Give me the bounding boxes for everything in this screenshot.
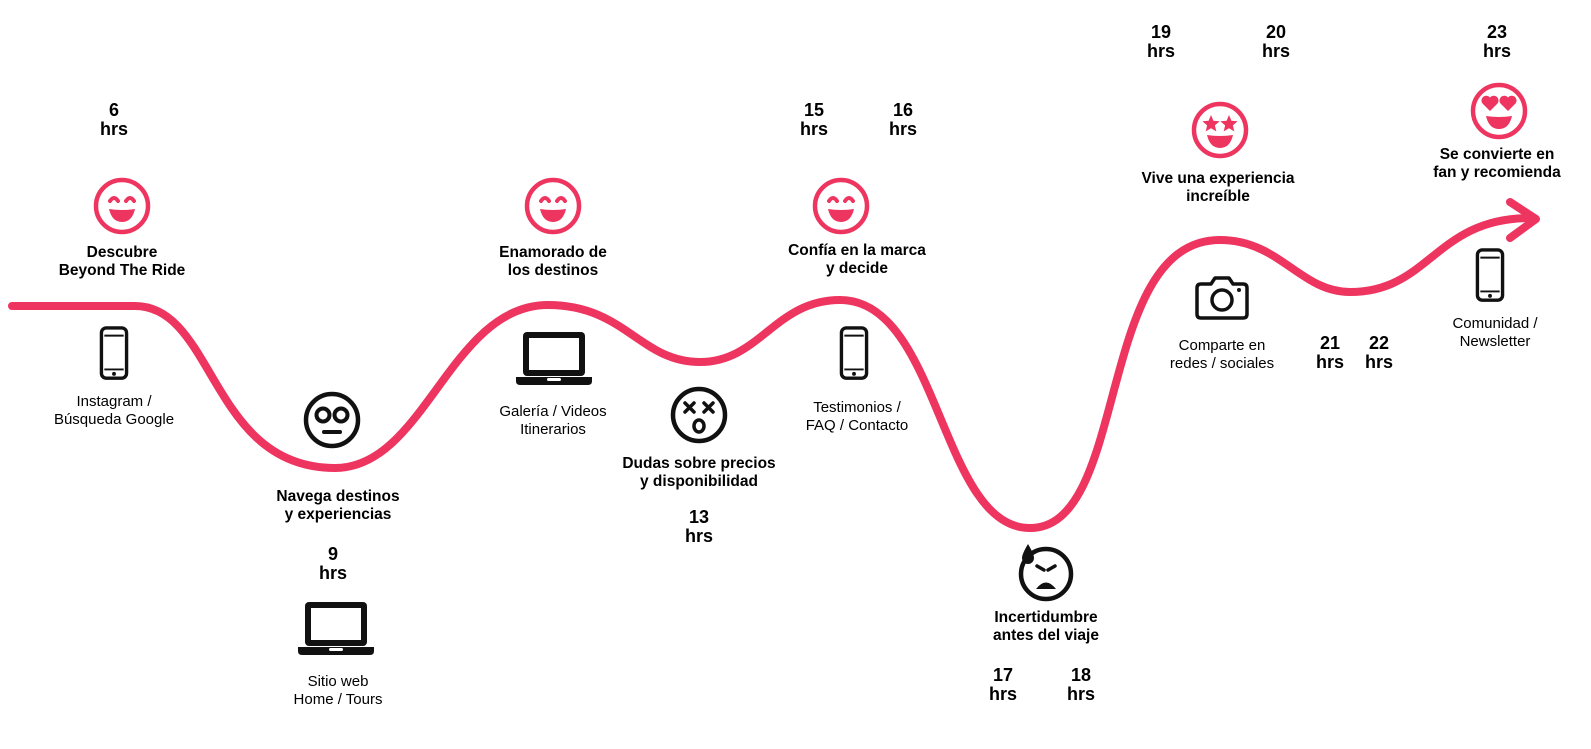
time-unit: hrs	[1315, 352, 1344, 372]
touchpoint-line: Newsletter	[1459, 333, 1531, 350]
time-value: 23	[1486, 22, 1508, 42]
emotion-label: Confía en la marca y decide	[742, 242, 972, 278]
time-unit: hrs	[1066, 684, 1095, 704]
time-value: 15	[803, 100, 825, 120]
time-unit: hrs	[684, 526, 713, 546]
touchpoint-line: Testimonios /	[813, 399, 901, 416]
emotion-label: Se convierte en fan y recomienda	[1409, 146, 1585, 182]
time-label: 19 hrs	[1121, 23, 1201, 61]
time-value: 17	[992, 665, 1014, 685]
emotion-label: Descubre Beyond The Ride	[12, 244, 232, 280]
touchpoint-line: Instagram /	[76, 393, 152, 410]
touchpoint-line: Comunidad /	[1452, 315, 1538, 332]
wide-eyed-face-icon	[306, 394, 358, 446]
emotion-line: antes del viaje	[993, 627, 1099, 644]
time-value: 6	[108, 100, 119, 120]
time-unit: hrs	[1261, 41, 1290, 61]
time-label: 13 hrs	[659, 508, 739, 546]
emotion-line: los destinos	[507, 262, 599, 279]
arrow-head-icon	[1506, 198, 1540, 242]
emotion-line: Navega destinos	[276, 488, 400, 505]
laptop-icon	[516, 332, 592, 385]
touchpoint-label: Galería / Videos Itinerarios	[448, 403, 658, 439]
camera-icon	[1195, 276, 1249, 320]
smile-icon	[815, 180, 867, 232]
emotion-line: Dudas sobre precios	[622, 455, 776, 472]
emotion-line: Descubre	[86, 244, 158, 261]
laptop-icon	[298, 602, 374, 655]
time-label: 17 hrs	[963, 666, 1043, 704]
time-value: 22	[1368, 333, 1390, 353]
smartphone-icon	[839, 326, 869, 380]
emotion-label: Navega destinos y experiencias	[228, 488, 448, 524]
touchpoint-line: Búsqueda Google	[53, 411, 175, 428]
emotion-line: y disponibilidad	[640, 473, 758, 490]
time-value: 20	[1265, 22, 1287, 42]
smile-icon	[96, 180, 148, 232]
time-label: 20 hrs	[1236, 23, 1316, 61]
dizzy-face-icon	[673, 389, 725, 441]
time-unit: hrs	[318, 563, 347, 583]
emotion-label: Vive una experiencia increíble	[1103, 170, 1333, 206]
touchpoint-label: Instagram / Búsqueda Google	[14, 393, 214, 429]
touchpoint-line: Comparte en	[1178, 337, 1266, 354]
time-label: 6 hrs	[74, 101, 154, 139]
touchpoint-label: Sitio web Home / Tours	[238, 673, 438, 709]
touchpoint-label: Comparte en redes / sociales	[1117, 337, 1327, 373]
journey-curve	[8, 214, 1534, 533]
emotion-line: Incertidumbre	[994, 609, 1098, 626]
time-label: 16 hrs	[863, 101, 943, 139]
time-label: 22 hrs	[1339, 334, 1419, 372]
touchpoint-line: FAQ / Contacto	[805, 417, 909, 434]
smile-icon	[527, 180, 579, 232]
anxious-sweat-face-icon	[1021, 544, 1071, 599]
smartphone-icon	[1475, 248, 1505, 302]
time-value: 18	[1070, 665, 1092, 685]
time-unit: hrs	[799, 119, 828, 139]
time-value: 19	[1150, 22, 1172, 42]
emotion-line: Confía en la marca	[788, 242, 926, 259]
touchpoint-line: Home / Tours	[293, 691, 383, 708]
time-label: 18 hrs	[1041, 666, 1121, 704]
time-label: 9 hrs	[293, 545, 373, 583]
time-unit: hrs	[99, 119, 128, 139]
time-unit: hrs	[888, 119, 917, 139]
time-unit: hrs	[1482, 41, 1511, 61]
heart-eyes-icon	[1473, 85, 1525, 137]
smartphone-icon	[99, 326, 129, 380]
emotion-line: fan y recomienda	[1433, 164, 1561, 181]
star-struck-icon	[1194, 104, 1246, 156]
time-unit: hrs	[1146, 41, 1175, 61]
touchpoint-line: redes / sociales	[1169, 355, 1275, 372]
emotion-line: Vive una experiencia	[1141, 170, 1295, 187]
emotion-line: increíble	[1186, 188, 1250, 205]
time-value: 16	[892, 100, 914, 120]
time-unit: hrs	[988, 684, 1017, 704]
time-label: 23 hrs	[1457, 23, 1537, 61]
emotion-label: Enamorado de los destinos	[443, 244, 663, 280]
emotion-line: Enamorado de	[499, 244, 607, 261]
time-value: 21	[1319, 333, 1341, 353]
emotion-line: Beyond The Ride	[58, 262, 186, 279]
time-value: 9	[327, 544, 338, 564]
emotion-line: y experiencias	[284, 506, 392, 523]
time-value: 13	[688, 507, 710, 527]
time-label: 15 hrs	[774, 101, 854, 139]
emotion-label: Dudas sobre precios y disponibilidad	[589, 455, 809, 491]
touchpoint-label: Comunidad / Newsletter	[1405, 315, 1585, 351]
time-label: 21 hrs	[1290, 334, 1370, 372]
touchpoint-label: Testimonios / FAQ / Contacto	[752, 399, 962, 435]
emotion-line: Se convierte en	[1439, 146, 1555, 163]
touchpoint-line: Sitio web	[307, 673, 369, 690]
emotion-label: Incertidumbre antes del viaje	[941, 609, 1151, 645]
touchpoint-line: Galería / Videos	[499, 403, 607, 420]
touchpoint-line: Itinerarios	[520, 421, 586, 438]
time-unit: hrs	[1364, 352, 1393, 372]
emotion-line: y decide	[825, 260, 889, 277]
